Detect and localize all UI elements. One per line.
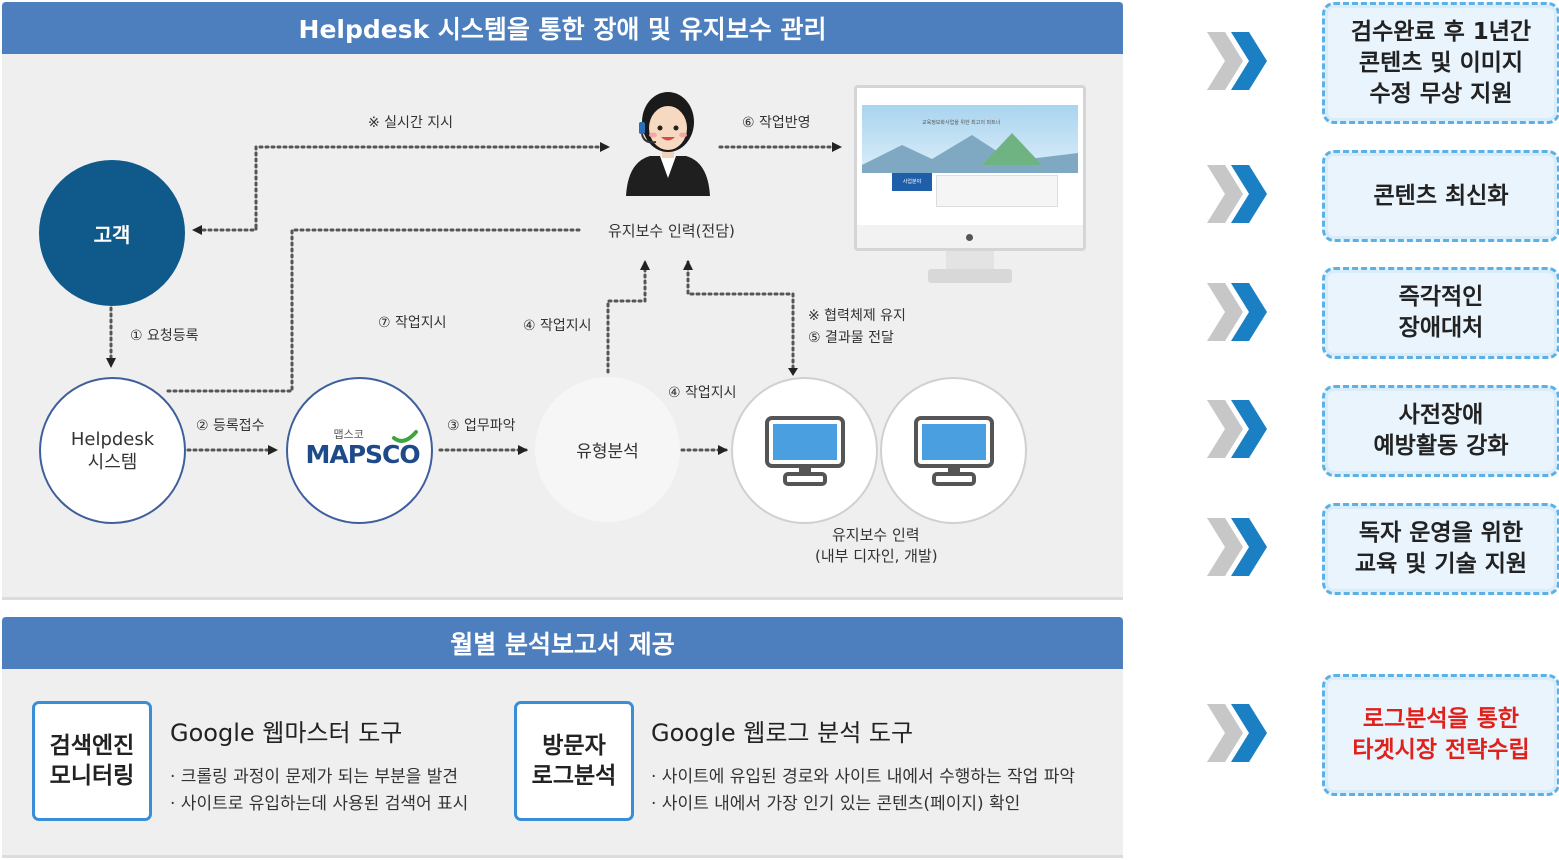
helpdesk-node: Helpdesk 시스템 <box>39 377 186 524</box>
webmaster-tool-title: Google 웹마스터 도구 <box>170 719 403 747</box>
helpdesk-panel-title: Helpdesk 시스템을 통한 장애 및 유지보수 관리 <box>2 2 1123 54</box>
coop-label: ※ 협력체제 유지 <box>808 308 906 324</box>
monitor-icon <box>913 415 994 486</box>
mapsco-small-label: 맵스코 <box>333 427 364 441</box>
benefit-label: 독자 운영을 위한 교육 및 기술 지원 <box>1354 520 1528 577</box>
benefit-label: 검수완료 후 1년간 콘텐츠 및 이미지 수정 무상 지원 <box>1350 18 1532 107</box>
operator-avatar-icon <box>626 92 710 196</box>
chevron-right-icon <box>1207 518 1267 576</box>
benefit-label: 콘텐츠 최신화 <box>1373 182 1509 209</box>
type-analysis-node: 유형분석 <box>535 377 680 522</box>
benefit-label: 즉각적인 장애대처 <box>1398 284 1484 341</box>
chevron-right-icon <box>1207 704 1267 762</box>
coop-line-up <box>683 260 795 370</box>
work4-top-label: ④ 작업지시 <box>523 318 592 334</box>
benefit-fault-response: 즉각적인 장애대처 <box>1322 267 1559 359</box>
benefit-log-strategy: 로그분석을 통한 타겟시장 전략수립 <box>1322 674 1559 796</box>
chevron-right-icon <box>1207 165 1267 223</box>
work4-mid-label: ④ 작업지시 <box>668 385 737 401</box>
chevron-right-icon <box>1207 283 1267 341</box>
work7-label: ⑦ 작업지시 <box>378 315 447 331</box>
register-label: ② 등록접수 <box>196 418 265 434</box>
customer-node: 고객 <box>39 160 185 306</box>
benefit-prevention: 사전장애 예방활동 강화 <box>1322 385 1559 477</box>
grasp-label: ③ 업무파악 <box>447 418 516 434</box>
chevron-right-icon <box>1207 32 1267 90</box>
monitor-icon <box>764 415 845 486</box>
benefit-education: 독자 운영을 위한 교육 및 기술 지원 <box>1322 503 1559 595</box>
flow-connectors <box>106 142 842 455</box>
reflect-label: ⑥ 작업반영 <box>742 115 811 131</box>
deliver-label: ⑤ 결과물 전달 <box>808 330 894 346</box>
weblog-tool-item-2: · 사이트 내에서 가장 인기 있는 콘텐츠(페이지) 확인 <box>651 794 1021 814</box>
weblog-tool-item-1: · 사이트에 유입된 경로와 사이트 내에서 수행하는 작업 파악 <box>651 767 1075 787</box>
benefit-label-highlight: 로그분석을 통한 타겟시장 전략수립 <box>1352 706 1530 763</box>
internal-staff-node-1 <box>731 377 878 524</box>
mapsco-logo: MAPSCO <box>305 439 421 469</box>
benefit-content-update: 콘텐츠 최신화 <box>1322 150 1559 242</box>
internal-staff-label-2: (내부 디자인, 개발) <box>815 547 938 565</box>
chevron-right-icon <box>1207 400 1267 458</box>
webmaster-tool-item-1: · 크롤링 과정이 문제가 되는 부분을 발견 <box>170 767 459 787</box>
work7-line <box>166 228 582 393</box>
realtime-line <box>254 142 610 229</box>
mapsco-node: 맵스코 MAPSCO <box>286 377 433 524</box>
internal-staff-node-2 <box>880 377 1027 524</box>
helpdesk-label-line2: 시스템 <box>87 451 138 473</box>
benefit-free-revision: 검수완료 후 1년간 콘텐츠 및 이미지 수정 무상 지원 <box>1322 2 1559 124</box>
benefit-label: 사전장애 예방활동 강화 <box>1373 402 1509 459</box>
customer-return-line <box>192 225 258 235</box>
website-monitor: 교육정보화사업을 위한 최고의 파트너 사업분야 <box>854 85 1086 285</box>
realtime-label: ※ 실시간 지시 <box>368 115 454 131</box>
work4-top-line <box>606 260 650 374</box>
request-label: ① 요청등록 <box>130 328 199 344</box>
search-engine-monitoring-box: 검색엔진 모니터링 <box>32 701 152 821</box>
internal-staff-label-1: 유지보수 인력 <box>832 526 920 544</box>
mapsco-leaf-icon <box>391 429 418 443</box>
visitor-log-analysis-box: 방문자 로그분석 <box>514 701 634 821</box>
website-tab: 사업분야 <box>892 173 932 191</box>
operator-label: 유지보수 인력(전담) <box>608 222 735 240</box>
website-screen: 교육정보화사업을 위한 최고의 파트너 사업분야 <box>862 93 1078 223</box>
type-analysis-label: 유형분석 <box>576 442 639 462</box>
customer-label: 고객 <box>93 222 131 247</box>
weblog-tool-title: Google 웹로그 분석 도구 <box>651 719 914 747</box>
report-panel-title: 월별 분석보고서 제공 <box>2 617 1123 669</box>
website-headline: 교육정보화사업을 위한 최고의 파트너 <box>922 120 1001 126</box>
helpdesk-label-line1: Helpdesk <box>70 428 155 450</box>
webmaster-tool-item-2: · 사이트로 유입하는데 사용된 검색어 표시 <box>170 794 469 814</box>
